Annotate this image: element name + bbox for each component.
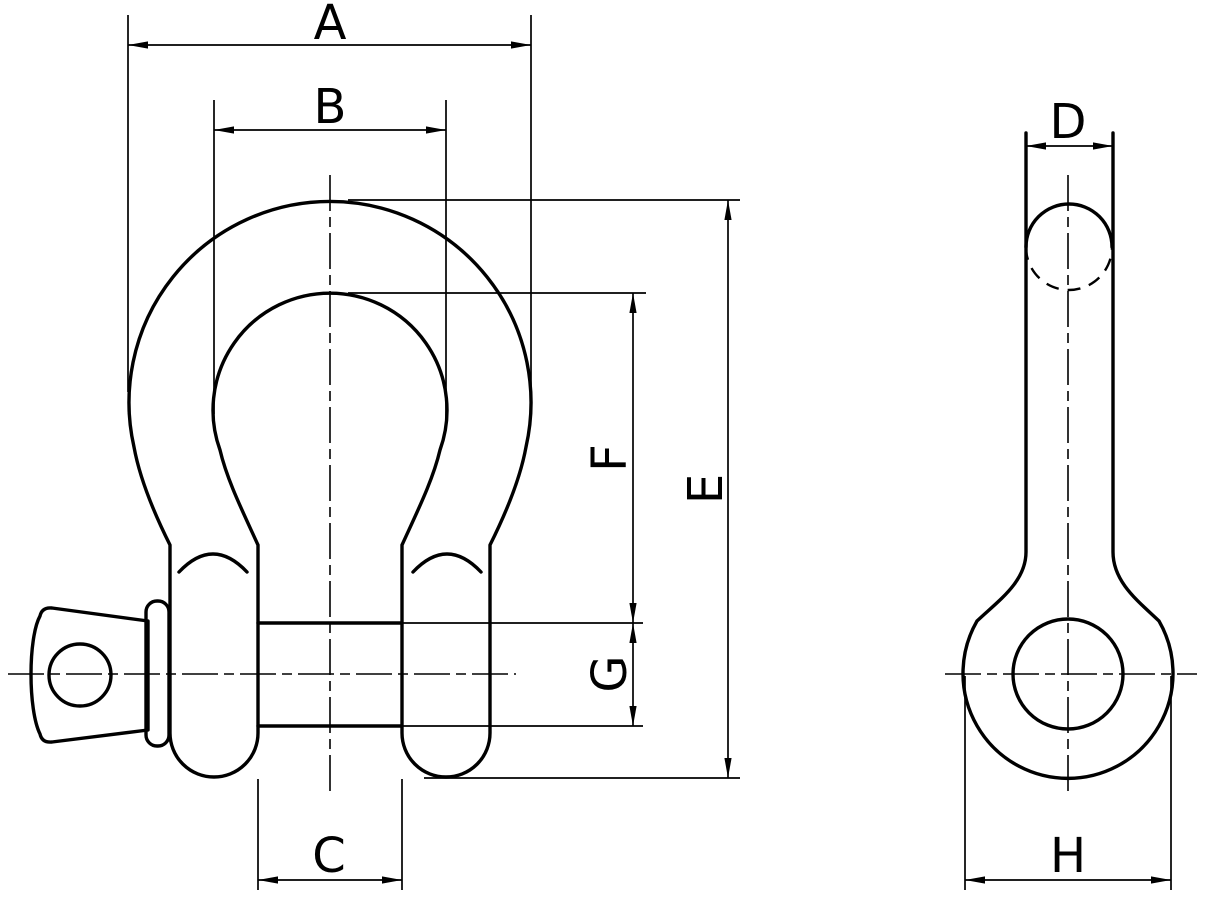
side-view: D H: [945, 94, 1197, 890]
dim-label-e: E: [678, 474, 734, 504]
arrowhead-top: [629, 293, 637, 313]
arrowhead-bottom: [629, 603, 637, 623]
dimension-g: G: [402, 622, 643, 727]
dim-label-b: B: [314, 79, 347, 135]
arrowhead-top: [724, 200, 732, 220]
screw-pin: [29, 599, 404, 748]
right-eye-boss-arc: [411, 552, 483, 574]
bow-section-hidden-arc: [1024, 246, 1114, 292]
arrowhead-left: [1026, 142, 1046, 150]
pin-collar: [144, 599, 171, 748]
pin-head-hole: [47, 642, 113, 708]
dimension-b: B: [213, 79, 447, 418]
arrowhead-bottom: [724, 758, 732, 778]
dim-label-h: H: [1050, 828, 1086, 884]
arrowhead-right: [382, 876, 402, 884]
front-body-outline: [127, 199, 533, 779]
dimension-e: E: [348, 199, 740, 779]
front-view: A B C: [8, 0, 740, 890]
arrowhead-left: [965, 876, 985, 884]
dimension-f: F: [348, 292, 646, 623]
dim-label-g: G: [582, 655, 638, 692]
arrowhead-right: [1093, 142, 1113, 150]
arrowhead-bottom: [629, 706, 637, 726]
left-eye-boss-arc: [177, 552, 249, 574]
arrowhead-right: [511, 41, 531, 49]
arrowhead-left: [258, 876, 278, 884]
arrowhead-left: [128, 41, 148, 49]
dim-label-d: D: [1050, 94, 1087, 150]
arrowhead-left: [214, 126, 234, 134]
dimension-h: H: [964, 676, 1172, 890]
arrowhead-top: [629, 623, 637, 643]
bow-section-arc: [1024, 202, 1114, 249]
arrowhead-right: [1151, 876, 1171, 884]
side-body-outline: [961, 131, 1175, 781]
eye-pin-hole: [1011, 617, 1125, 731]
dim-label-a: A: [314, 0, 347, 51]
dimension-c: C: [257, 779, 403, 890]
dimension-a: A: [127, 0, 532, 398]
arrowhead-right: [426, 126, 446, 134]
dim-label-c: C: [312, 828, 346, 884]
dim-label-f: F: [582, 444, 638, 472]
pin-head-outline: [29, 606, 150, 744]
dimension-d: D: [1026, 94, 1113, 150]
